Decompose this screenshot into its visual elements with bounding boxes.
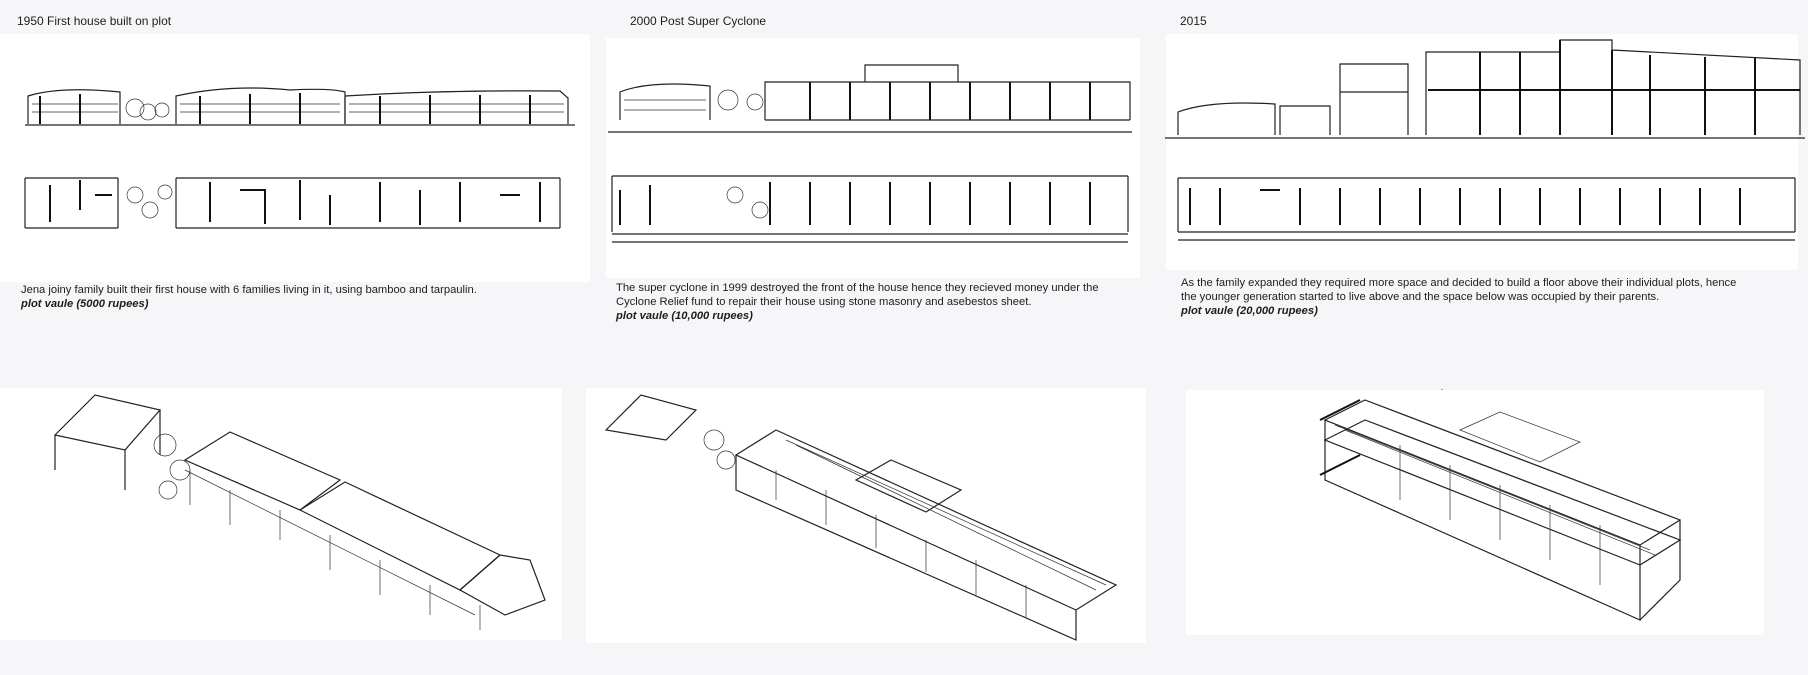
panel-caption: The super cyclone in 1999 destroyed the …	[616, 281, 1156, 323]
panel-title: 2000 Post Super Cyclone	[630, 14, 767, 28]
plan-drawing	[24, 177, 561, 229]
panel-2000: 2000 Post Super Cyclone	[600, 0, 1160, 675]
caption-plot-value: plot vaule (5000 rupees)	[21, 298, 149, 310]
panel-1950: 1950 First house built on plot Jena join…	[0, 0, 600, 675]
caption-plot-value: plot vaule (10,000 rupees)	[616, 310, 753, 322]
axonometric-drawing	[604, 389, 1557, 641]
panel-caption: Jena joiny family built their first hous…	[21, 283, 581, 311]
elevation-drawing	[25, 87, 575, 126]
panel-caption: As the family expanded they required mor…	[1181, 276, 1801, 318]
caption-description-line-2: the younger generation started to live a…	[1181, 291, 1660, 303]
axonometric-sheet	[1186, 390, 1764, 635]
panel-title: 1950 First house built on plot	[17, 14, 172, 28]
panel-title: 2015	[1180, 14, 1207, 28]
caption-plot-value: plot vaule (20,000 rupees)	[1181, 305, 1318, 317]
elevation-drawing	[1165, 39, 1805, 241]
panel-2015: 2015	[1160, 0, 1808, 675]
axonometric-sheet	[0, 388, 562, 640]
elevation-plan-sheet	[0, 34, 590, 282]
elevation-plan-sheet	[1166, 34, 1798, 270]
caption-description-line-1: The super cyclone in 1999 destroyed the …	[616, 282, 1099, 294]
caption-description-line-2: Cyclone Relief fund to repair their hous…	[616, 296, 1032, 308]
axonometric-drawing	[1319, 399, 1682, 621]
caption-description: Jena joiny family built their first hous…	[21, 284, 477, 296]
elevation-plan-sheet	[606, 38, 1140, 278]
caption-description-line-1: As the family expanded they required mor…	[1181, 277, 1737, 289]
axonometric-drawing	[53, 394, 546, 630]
axonometric-sheet	[586, 388, 1146, 643]
elevation-drawing	[608, 64, 1132, 243]
